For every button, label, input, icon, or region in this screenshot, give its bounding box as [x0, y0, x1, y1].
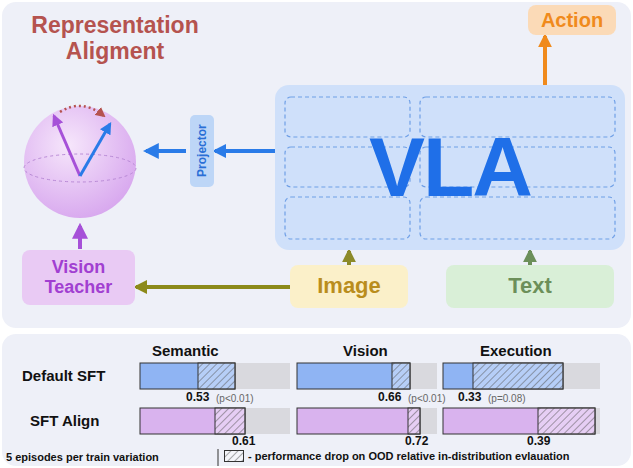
- node-label: Projector: [195, 125, 208, 178]
- art-shape: [443, 408, 595, 434]
- art-shape: [215, 408, 245, 434]
- projector-box: Projector: [190, 115, 214, 187]
- art-shape: [443, 408, 600, 434]
- embedding-sphere: [24, 106, 136, 218]
- legend-text: - performance drop on OOD relative in-di…: [248, 450, 569, 462]
- arrow-connector: [136, 285, 290, 289]
- art-shape: [297, 408, 437, 434]
- art-shape: [54, 116, 80, 176]
- row-header: Default SFT: [22, 367, 105, 384]
- node-label: Text: [508, 274, 552, 298]
- column-header: Vision: [343, 342, 388, 359]
- vision-teacher-box: Vision Teacher: [22, 250, 135, 305]
- art-shape: [473, 363, 563, 389]
- action-box: Action: [528, 5, 616, 35]
- art-shape: [80, 124, 110, 176]
- art-shape: [408, 408, 420, 434]
- note: 5 episodes per train variation: [6, 451, 159, 464]
- bar-chart: [140, 363, 600, 434]
- figure-title: Representation Aligment: [25, 12, 205, 65]
- hatch-sample: [225, 451, 244, 462]
- art-shape: [24, 106, 136, 218]
- value-label: 0.33: [458, 391, 481, 405]
- value-label: 0.72: [405, 435, 428, 449]
- value-label: 0.61: [232, 435, 255, 449]
- image-box: Image: [290, 265, 408, 308]
- teacher-to-sphere-arrow: [78, 226, 82, 249]
- art-shape: [140, 363, 290, 389]
- column-header: Execution: [480, 342, 552, 359]
- arrow-connector: [215, 149, 275, 153]
- vla-box: VLA: [275, 85, 625, 250]
- art-shape: [297, 408, 420, 434]
- art-shape: [140, 408, 245, 434]
- value-label: 0.53: [186, 391, 209, 405]
- value-label: (p<0.01): [216, 393, 254, 405]
- value-label: (p=0.08): [488, 393, 526, 405]
- arrow-connector: [528, 251, 532, 265]
- art-shape: [140, 408, 290, 434]
- value-label: 0.39: [527, 435, 550, 449]
- art-shape: [392, 363, 410, 389]
- art-shape: [538, 408, 595, 434]
- art-shape: [24, 154, 136, 182]
- art-shape: [198, 363, 235, 389]
- art-shape: [297, 363, 410, 389]
- node-label: Action: [541, 9, 603, 31]
- arrow-connector: [347, 251, 351, 265]
- art-shape: [60, 106, 104, 116]
- column-header: Semantic: [152, 342, 219, 359]
- value-label: (p<0.01): [408, 393, 446, 405]
- art-shape: [297, 363, 437, 389]
- legend-swatch: [224, 450, 244, 462]
- node-label: Vision Teacher: [27, 258, 130, 298]
- top-panel: [2, 2, 631, 328]
- art-shape: [443, 363, 563, 389]
- arrow-connector: [543, 36, 547, 85]
- node-label: Image: [317, 274, 381, 298]
- art-shape: [140, 363, 235, 389]
- value-label: 0.66: [378, 391, 401, 405]
- legend-entry: - performance drop on OOD relative in-di…: [224, 450, 569, 462]
- projector-to-sphere-arrow: [146, 149, 186, 153]
- bottom-panel: [2, 334, 631, 466]
- row-header: SFT Align: [30, 412, 99, 429]
- separator: [218, 449, 219, 466]
- art-shape: [443, 363, 600, 389]
- node-label: VLA: [369, 121, 531, 213]
- text-box: Text: [446, 265, 614, 308]
